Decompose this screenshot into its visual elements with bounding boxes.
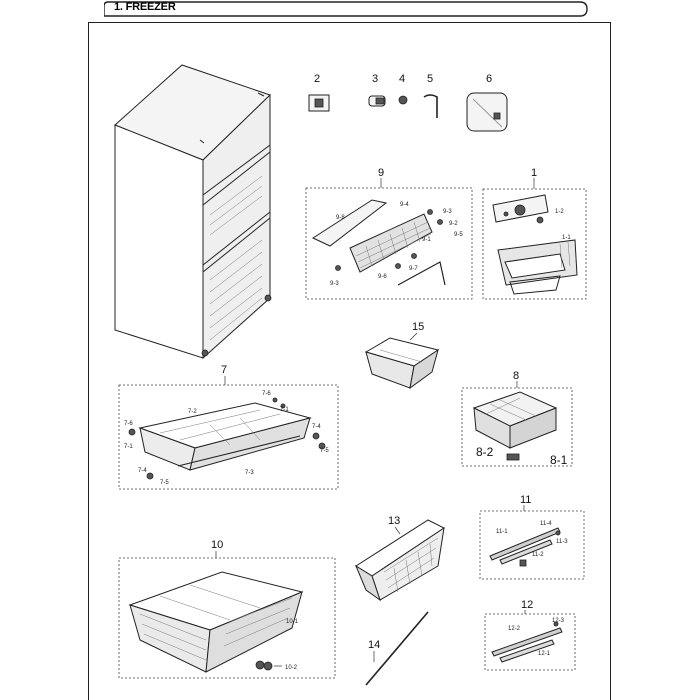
callout-7-5-left: 7-5 <box>160 480 169 486</box>
callout-9-6: 9-6 <box>378 274 387 280</box>
callout-8: 8 <box>513 370 519 382</box>
refrigerator-cabinet <box>114 64 272 360</box>
part-13-door-basket: 13 <box>354 515 445 602</box>
callout-9-7: 9-7 <box>409 266 418 272</box>
callout-15: 15 <box>412 321 424 333</box>
part-14-rod: 14 <box>365 611 429 686</box>
callout-14: 14 <box>368 639 380 651</box>
group-12-drawer-rail: 12 12-2 12-3 12-1 <box>484 599 576 671</box>
callout-11-1: 11-1 <box>496 529 508 535</box>
callout-11-3: 11-3 <box>556 539 568 545</box>
part-5-clip: 5 <box>423 73 438 118</box>
part-3-connector: 3 <box>368 73 386 107</box>
callout-5: 5 <box>427 73 433 85</box>
callout-4: 4 <box>399 73 405 85</box>
callout-1: 1 <box>531 167 537 179</box>
callout-9-2: 9-2 <box>449 221 458 227</box>
callout-10-1: 10-1 <box>286 619 299 625</box>
diagram-frame <box>88 22 611 700</box>
section-tab: 1. FREEZER <box>104 0 588 17</box>
callout-7-4-left: 7-4 <box>138 468 147 474</box>
callout-1-1: 1-1 <box>562 235 571 241</box>
part-2-bracket: 2 <box>308 73 330 112</box>
callout-7-2: 7-2 <box>188 409 197 415</box>
callout-7-4-right: 7-4 <box>312 424 321 430</box>
part-6-cover: 6 <box>466 73 508 132</box>
section-tab-shape <box>104 1 588 17</box>
group-7-freezer-drawer: 7 7-2 7-6 7-1 7-6 7-1 7-4 7-5 7-4 7-5 7-… <box>118 364 339 490</box>
callout-2: 2 <box>314 73 320 85</box>
group-9-evaporator-assembly: 9 9-8 9-4 9-3 9-2 9-5 9-1 9-7 9-6 9-3 <box>305 167 473 300</box>
group-11-drawer-rail: 11 11-1 11-4 11-3 11-2 <box>479 494 585 580</box>
callout-12-3: 12-3 <box>552 618 565 624</box>
callout-1-2: 1-2 <box>555 209 564 215</box>
callout-12-1: 12-1 <box>538 651 551 657</box>
callout-9-3-bottom: 9-3 <box>330 281 339 287</box>
callout-6: 6 <box>486 73 492 85</box>
callout-12: 12 <box>521 599 533 611</box>
callout-11-2: 11-2 <box>532 552 544 558</box>
callout-3: 3 <box>372 73 378 85</box>
callout-7-1-top: 7-1 <box>280 407 289 413</box>
callout-8-1: 8-1 <box>550 453 568 467</box>
section-title: 1. FREEZER <box>114 1 176 13</box>
callout-7-5-right: 7-5 <box>320 448 329 454</box>
callout-13: 13 <box>388 515 400 527</box>
callout-9: 9 <box>378 167 384 179</box>
part-4-cap: 4 <box>398 73 408 105</box>
callout-7-6-left: 7-6 <box>124 421 133 427</box>
callout-12-2: 12-2 <box>508 626 521 632</box>
group-1-fan-module: 1 1-2 1-1 <box>482 167 587 300</box>
part-15-ice-bin: 15 <box>364 321 440 390</box>
callout-9-5: 9-5 <box>454 232 463 238</box>
group-8-ice-maker: 8 8-2 8-1 <box>461 370 573 467</box>
callout-9-4: 9-4 <box>400 202 409 208</box>
callout-9-3-top: 9-3 <box>443 209 452 215</box>
callout-7: 7 <box>221 364 227 376</box>
callout-9-1: 9-1 <box>422 237 431 243</box>
callout-11: 11 <box>520 494 531 506</box>
callout-7-6-top: 7-6 <box>262 391 271 397</box>
group-10-lower-basket: 10 10-1 10-2 <box>118 539 336 679</box>
callout-9-8: 9-8 <box>336 215 345 221</box>
callout-10-2: 10-2 <box>285 665 298 671</box>
callout-8-2: 8-2 <box>476 445 494 459</box>
callout-11-4: 11-4 <box>540 521 552 527</box>
callout-7-1-left: 7-1 <box>124 444 133 450</box>
callout-7-3: 7-3 <box>245 470 254 476</box>
callout-10: 10 <box>211 539 223 551</box>
